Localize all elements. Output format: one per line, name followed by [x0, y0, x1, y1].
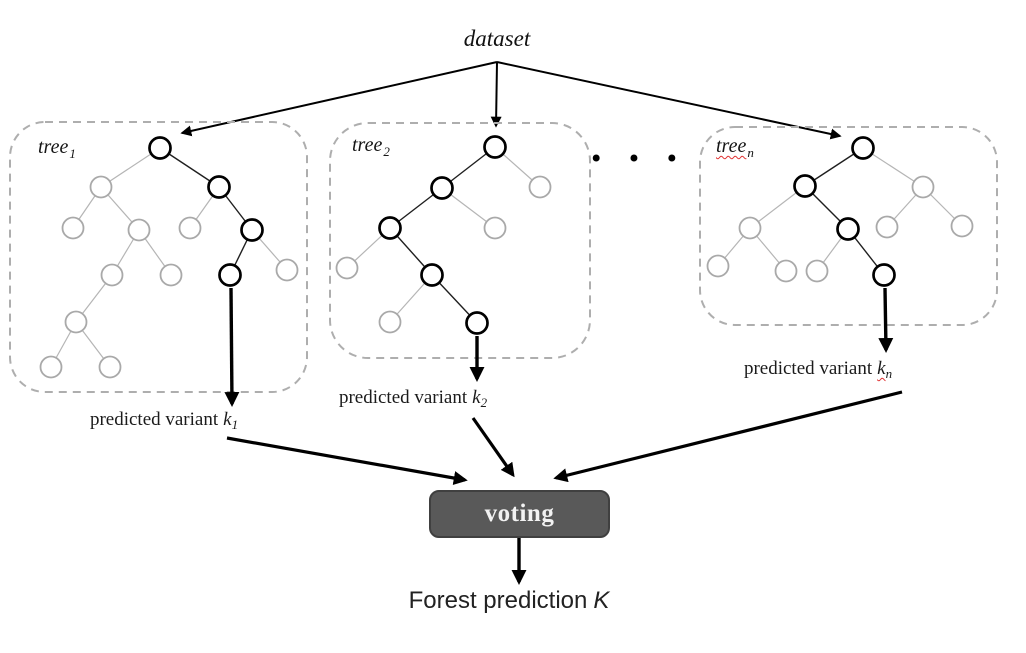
forest-prediction-k: K — [593, 587, 610, 614]
treen-node — [950, 214, 974, 238]
predicted-variant-text: predicted variant — [743, 358, 873, 379]
k-symbol: k — [877, 358, 886, 379]
tree1-node — [89, 175, 113, 199]
dataset-arrow-2 — [490, 61, 502, 128]
tree1-node — [275, 258, 299, 282]
voting-label: voting — [484, 499, 555, 527]
tree2-node-active — [420, 263, 444, 287]
predicted-variant-text: predicted variant — [338, 387, 468, 408]
treen-edge — [862, 147, 924, 188]
tree2-node-active — [483, 135, 507, 159]
treen-node — [774, 259, 798, 283]
tree1-prediction-arrow — [224, 287, 240, 407]
treen-label-word: tree — [716, 135, 747, 157]
to-voting-arrow-3 — [553, 390, 903, 483]
tree1-node — [159, 263, 183, 287]
tree2-node-active — [465, 311, 489, 335]
tree1-label-word: tree — [38, 136, 69, 158]
variant-kn: kn — [877, 358, 893, 381]
tree2-node-active — [378, 216, 402, 240]
treen-node-active — [851, 136, 875, 160]
treen-node-active — [836, 217, 860, 241]
tree1-node — [39, 355, 63, 379]
predicted-variant-text: predicted variant — [89, 409, 219, 430]
to-voting-arrow-2 — [471, 417, 515, 478]
k1-subscript: 1 — [231, 417, 239, 432]
tree2-node — [335, 256, 359, 280]
treen-box — [699, 126, 998, 326]
voting-box: voting — [429, 490, 610, 538]
tree2-label-subscript: 2 — [383, 144, 390, 159]
treen-node — [738, 216, 762, 240]
tree1-node — [64, 310, 88, 334]
tree2-label: tree2 — [352, 134, 390, 159]
treen-node — [805, 259, 829, 283]
forest-prediction-text: Forest prediction — [408, 587, 588, 614]
treen-node — [706, 254, 730, 278]
tree1-label: tree1 — [38, 136, 76, 161]
treen-prediction-arrow — [878, 287, 894, 353]
k-symbol: k — [472, 387, 481, 408]
treen-node-active — [793, 174, 817, 198]
treen-node — [875, 215, 899, 239]
tree1-node — [127, 218, 151, 242]
tree1-node — [61, 216, 85, 240]
tree1-node — [100, 263, 124, 287]
tree2-node — [378, 310, 402, 334]
tree1-node-active — [218, 263, 242, 287]
tree2-node — [528, 175, 552, 199]
dataset-arrow-3 — [496, 61, 842, 140]
tree1-node-active — [240, 218, 264, 242]
variant-k1: k1 — [223, 409, 239, 432]
tree1-box — [9, 121, 308, 393]
treen-node — [911, 175, 935, 199]
variant-k2: k2 — [472, 387, 488, 410]
tree1-node — [98, 355, 122, 379]
treen-label-subscript: n — [747, 145, 754, 160]
k2-subscript: 2 — [480, 395, 488, 410]
to-voting-arrow-1 — [226, 436, 468, 485]
tree1-node-active — [148, 136, 172, 160]
tree1-node-active — [207, 175, 231, 199]
kn-subscript: n — [885, 366, 893, 381]
treen-label: treen — [716, 135, 754, 160]
dataset-label: dataset — [463, 26, 531, 51]
tree2-box — [329, 122, 591, 359]
ellipsis-dots: • • • — [589, 145, 687, 173]
k-symbol: k — [223, 409, 232, 430]
tree1-label-subscript: 1 — [69, 146, 76, 161]
tree2-label-word: tree — [352, 134, 383, 156]
tree2-node — [483, 216, 507, 240]
tree1-node — [178, 216, 202, 240]
treen-node-active — [872, 263, 896, 287]
tree2-node-active — [430, 176, 454, 200]
